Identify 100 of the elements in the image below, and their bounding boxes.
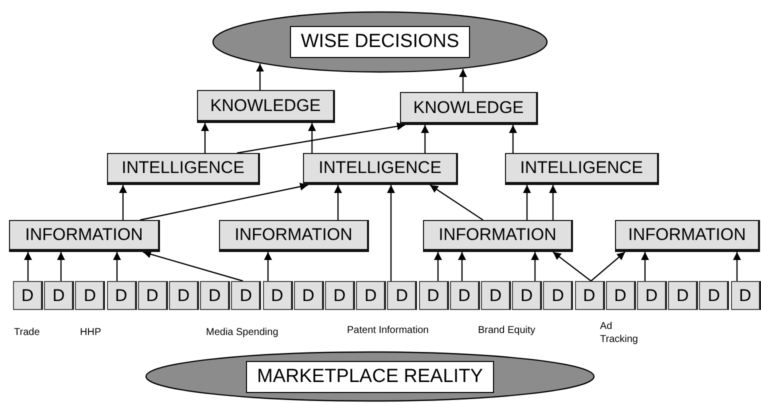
data-source-label: Media Spending	[206, 327, 278, 340]
arrow	[434, 252, 442, 281]
data-box	[637, 281, 667, 310]
arrow	[140, 182, 308, 221]
data-box	[106, 281, 137, 310]
level-box	[9, 220, 160, 252]
arrow	[387, 185, 395, 281]
node-label: D	[520, 286, 533, 306]
node-label: KNOWLEDGE	[210, 96, 321, 116]
arrow	[430, 184, 484, 220]
level-box	[303, 153, 458, 185]
goal-ellipse	[212, 11, 548, 73]
node-label: D	[146, 286, 158, 306]
node-label: D	[240, 286, 252, 306]
node-label: D	[52, 286, 65, 306]
node-label: KNOWLEDGE	[413, 98, 524, 118]
data-box	[200, 281, 230, 310]
arrow	[308, 123, 316, 153]
data-source-label: Trade	[14, 327, 40, 340]
arrow	[590, 252, 626, 282]
title-label: WISE DECISIONS	[290, 26, 470, 58]
goal-ellipse	[145, 351, 595, 402]
node-label: D	[114, 286, 128, 306]
level-box	[400, 92, 538, 125]
arrow	[24, 252, 32, 281]
arrow	[523, 185, 531, 220]
data-box	[262, 281, 293, 310]
data-box	[418, 281, 449, 310]
arrow	[421, 125, 429, 153]
arrow	[531, 252, 539, 281]
node-label: INFORMATION	[438, 225, 556, 245]
arrow	[264, 252, 272, 281]
arrow	[142, 250, 244, 282]
arrow	[509, 125, 517, 153]
node-label: INTELLIGENCE	[520, 158, 643, 178]
arrow	[256, 64, 264, 90]
arrow	[119, 185, 127, 220]
node-label: D	[364, 286, 377, 306]
data-source-label: Patent Information	[347, 325, 429, 338]
level-box	[107, 153, 260, 185]
arrow	[113, 252, 121, 281]
level-box	[219, 220, 369, 252]
node-label: D	[582, 286, 596, 306]
node-label: D	[458, 286, 470, 306]
node-label: D	[333, 286, 346, 306]
arrow	[549, 185, 557, 220]
node-label: D	[208, 286, 221, 306]
node-label: D	[552, 286, 564, 306]
data-box	[169, 281, 199, 310]
arrow	[641, 252, 649, 281]
data-box	[75, 281, 106, 310]
node-label: INFORMATION	[25, 225, 143, 245]
data-box	[450, 281, 480, 310]
data-box	[325, 281, 355, 310]
level-box	[615, 220, 760, 252]
node-label: D	[21, 286, 34, 306]
node-label: D	[489, 286, 502, 306]
node-label: INFORMATION	[234, 225, 352, 245]
data-box	[668, 281, 698, 310]
node-label: INTELLIGENCE	[122, 158, 244, 178]
arrow	[334, 185, 342, 220]
data-box	[294, 281, 324, 310]
node-label: D	[270, 286, 284, 306]
data-box	[356, 281, 386, 310]
data-source-label: HHP	[80, 327, 102, 340]
level-box	[423, 220, 573, 252]
arrow	[57, 252, 65, 281]
node-label: D	[426, 286, 440, 306]
level-box	[197, 90, 335, 123]
arrow	[459, 68, 467, 92]
data-box	[512, 281, 542, 310]
data-box	[387, 281, 418, 310]
data-box	[481, 281, 511, 310]
node-label: D	[708, 286, 720, 306]
data-box	[13, 281, 43, 310]
data-source-label: Brand Equity	[478, 325, 536, 338]
data-box	[606, 281, 636, 310]
data-box	[44, 281, 74, 310]
data-box	[730, 281, 761, 310]
arrow	[733, 252, 741, 281]
title-label: MARKETPLACE REALITY	[246, 360, 494, 392]
node-label: D	[645, 286, 658, 306]
node-label: INFORMATION	[628, 225, 746, 245]
node-label: D	[84, 286, 96, 306]
node-label: D	[396, 286, 408, 306]
node-label: D	[676, 286, 689, 306]
node-label: D	[614, 286, 626, 306]
node-label: INTELLIGENCE	[318, 158, 442, 178]
data-box	[699, 281, 730, 310]
data-box	[138, 281, 168, 310]
data-box	[231, 281, 262, 310]
arrow	[236, 122, 406, 154]
node-label: D	[738, 286, 752, 306]
node-label: D	[302, 286, 314, 306]
arrow	[552, 252, 592, 282]
data-box	[574, 281, 605, 310]
level-box	[505, 153, 659, 185]
arrow	[201, 123, 209, 153]
data-box	[543, 281, 574, 310]
data-source-label: Ad Tracking	[600, 321, 639, 346]
